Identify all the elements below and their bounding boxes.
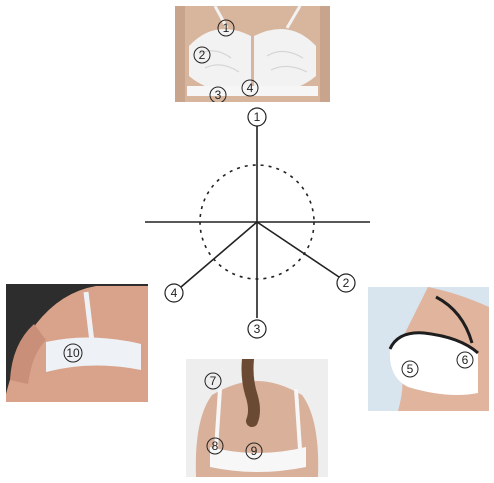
axis-label-1: 1 (248, 108, 266, 126)
axis-label-2: 2 (337, 274, 355, 292)
axis-lower-left (181, 222, 257, 287)
svg-text:4: 4 (171, 286, 178, 300)
axis-label-4: 4 (165, 284, 183, 302)
axis-lower-right (257, 222, 339, 277)
svg-text:2: 2 (343, 276, 350, 290)
svg-text:3: 3 (254, 322, 261, 336)
svg-text:1: 1 (254, 110, 261, 124)
axis-label-3: 3 (248, 320, 266, 338)
